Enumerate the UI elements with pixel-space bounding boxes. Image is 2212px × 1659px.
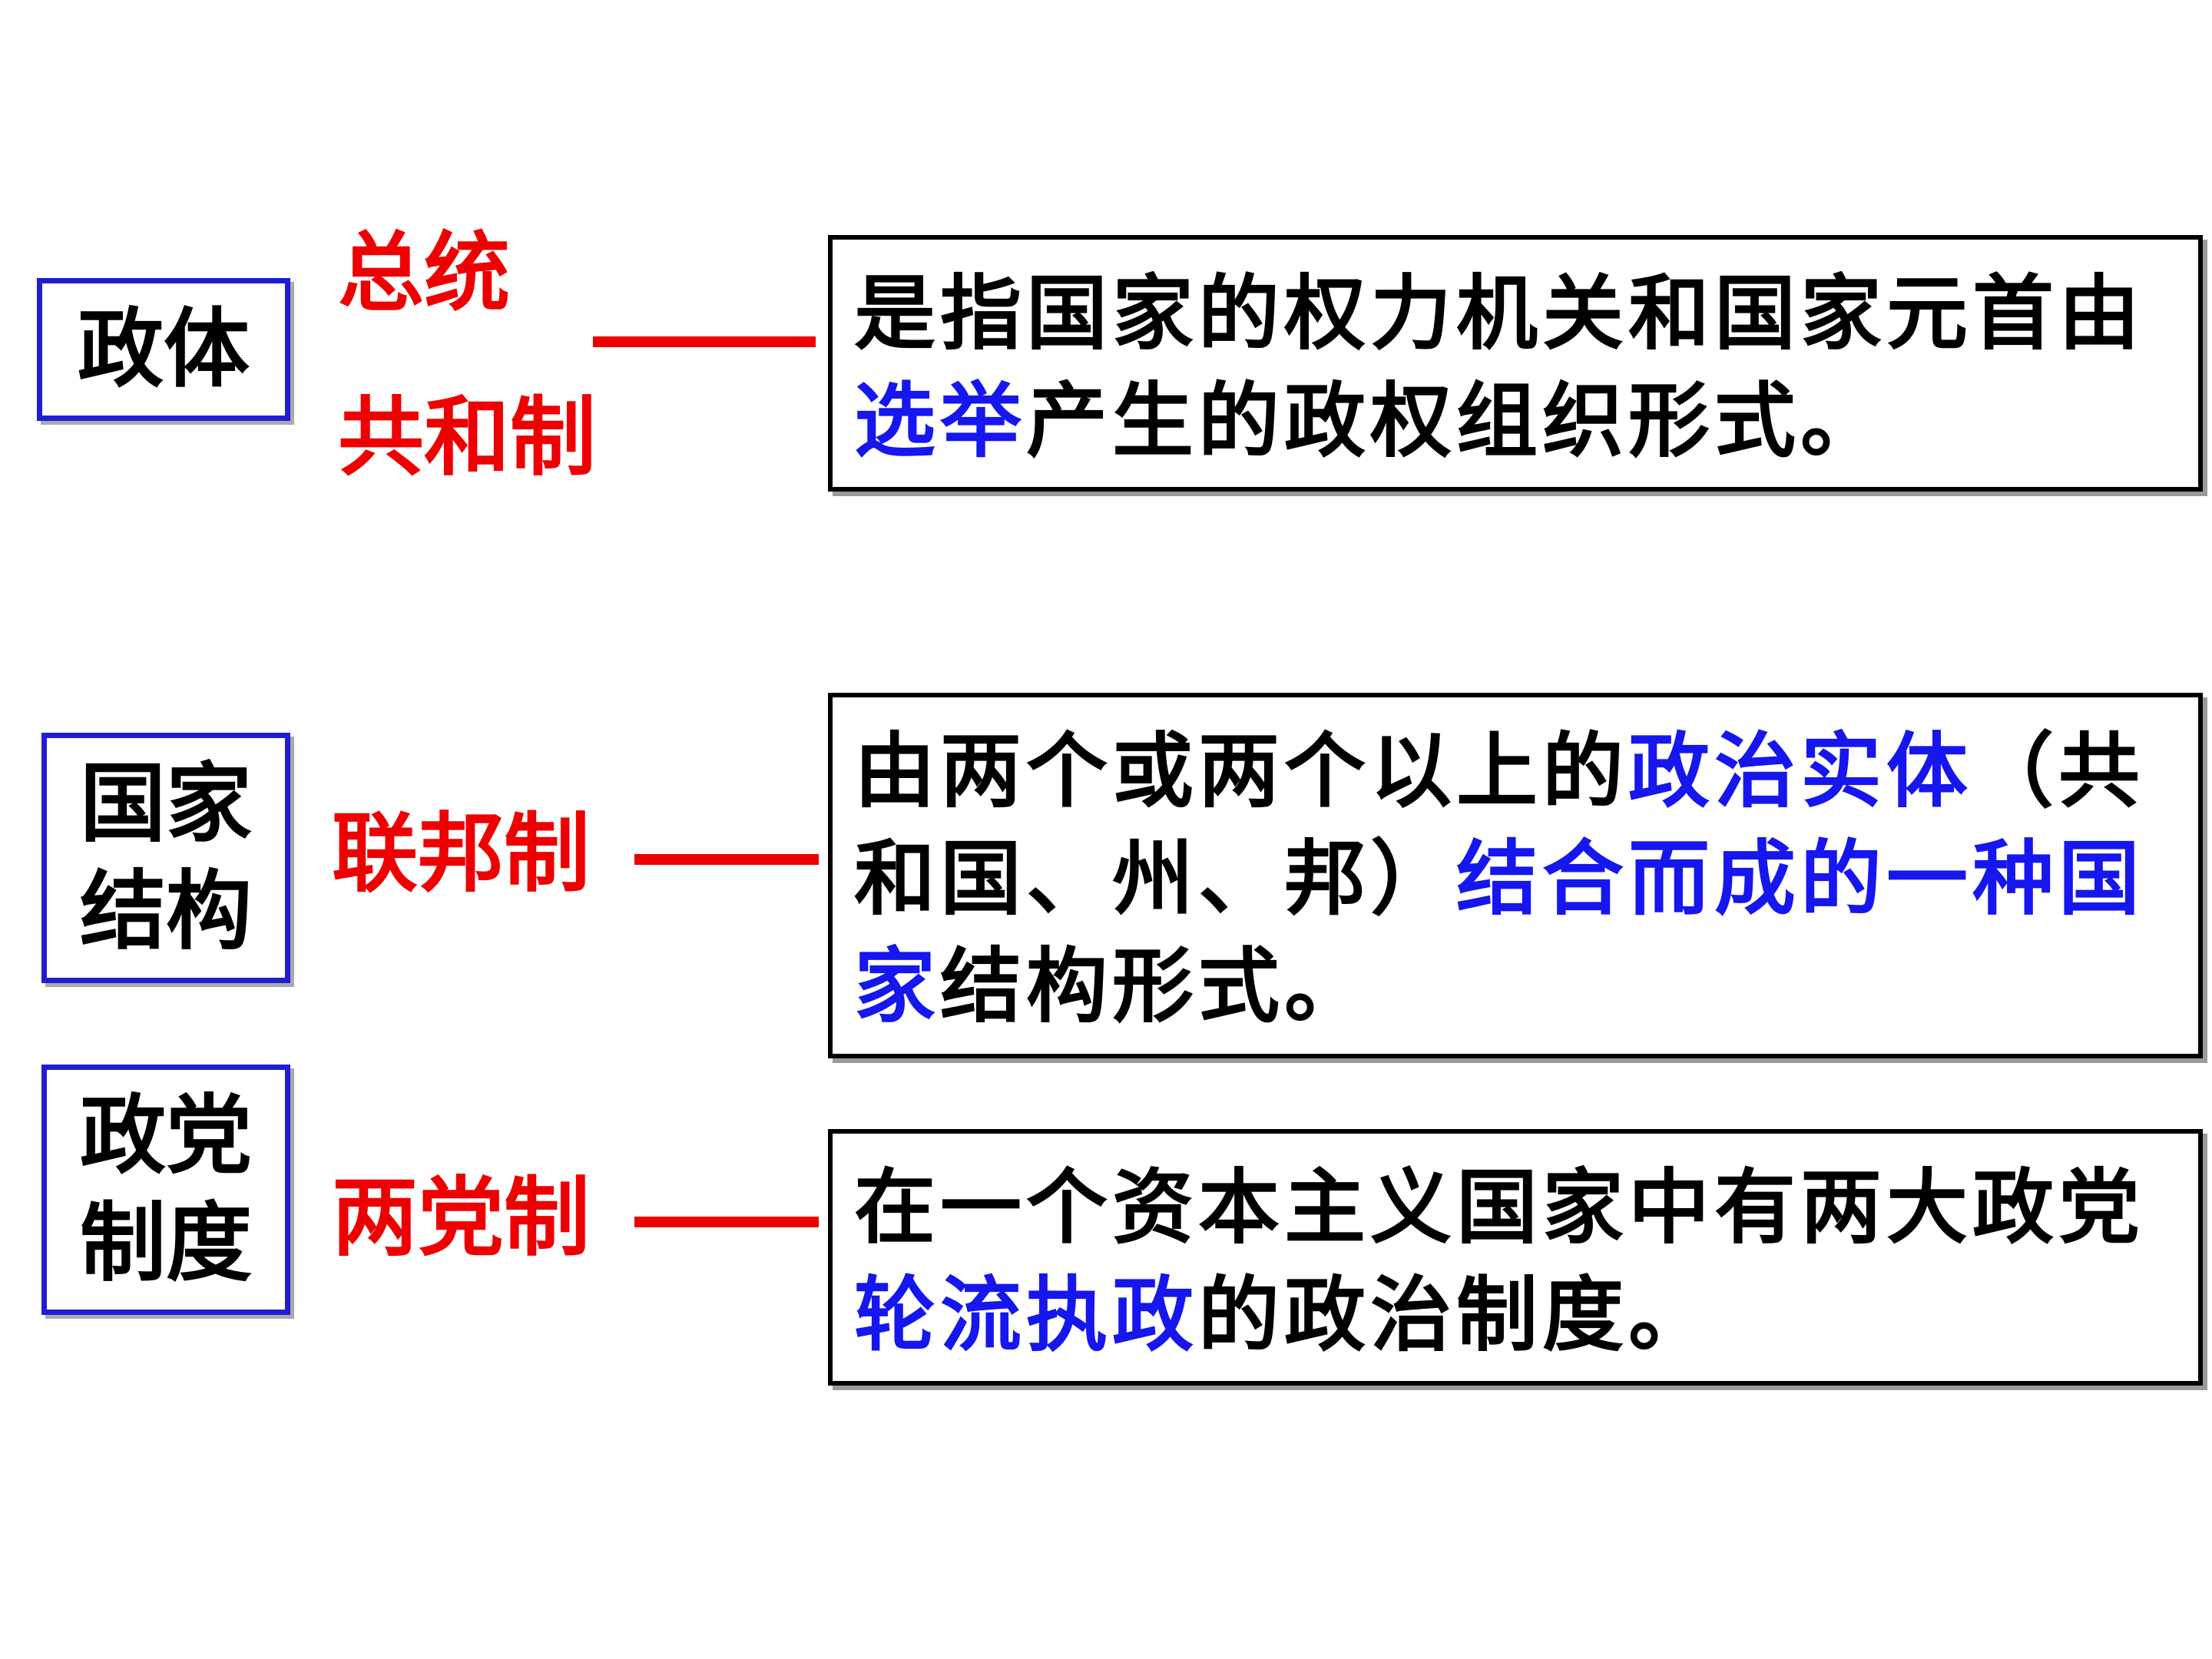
definition-highlight: 政治实体 [1628,723,1972,819]
definition-text: 在一个资本主义国家中有两大政党轮流执政的政治制度。 [854,1154,2183,1369]
definition-text: 是指国家的权力机关和国家元首由选举产生的政权组织形式。 [854,260,2183,475]
term-label: 共和制 [338,388,596,488]
definition-box: 在一个资本主义国家中有两大政党轮流执政的政治制度。 [828,1129,2203,1386]
definition-segment: 是指国家的权力机关和国家元首由 [854,265,2144,361]
category-label: 政体 [78,300,250,399]
connector-line [634,854,819,865]
definition-segment: 结构形式。 [940,938,1370,1034]
definition-text: 由两个或两个以上的政治实体（共和国、州、邦）结合而成的一种国家结构形式。 [854,717,2183,1040]
definition-box: 是指国家的权力机关和国家元首由选举产生的政权组织形式。 [828,235,2203,492]
definition-highlight: 结合而成的一种国家 [854,830,2144,1034]
definition-highlight: 选举 [854,373,1026,469]
category-box-state-structure: 国家 结构 [41,733,290,983]
term-label: 联邦制 [332,804,590,904]
definition-box: 由两个或两个以上的政治实体（共和国、州、邦）结合而成的一种国家结构形式。 [828,693,2203,1058]
definition-segment: 在一个资本主义国家中有两大政党 [854,1159,2144,1255]
category-box-political-system: 政体 [37,278,290,421]
definition-highlight: 轮流执政 [854,1267,1198,1363]
definition-segment: （共和国、州、邦） [854,723,2144,926]
category-label: 政党 制度 [80,1086,252,1293]
definition-segment: 由两个或两个以上的 [854,723,1628,819]
category-label: 国家 结构 [80,754,252,962]
connector-line [593,336,816,347]
connector-line [634,1217,819,1227]
term-label: 两党制 [332,1168,590,1268]
definition-segment: 的政治制度。 [1198,1267,1714,1363]
term-label: 总统 [338,224,510,323]
definition-segment: 产生的政权组织形式。 [1026,373,1886,469]
category-box-party-system: 政党 制度 [41,1065,290,1315]
